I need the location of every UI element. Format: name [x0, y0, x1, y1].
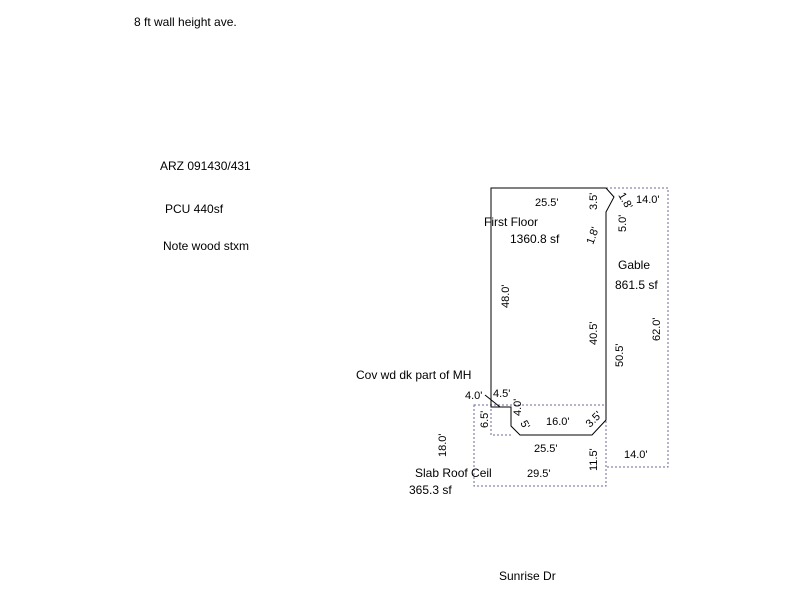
dim-gable-notch: 5.0': [617, 215, 629, 232]
arz-note: ARZ 091430/431: [160, 159, 251, 173]
deck-name: Cov wd dk part of MH: [356, 368, 471, 382]
street-name: Sunrise Dr: [499, 569, 556, 583]
deck-outline: [490, 405, 511, 436]
dim-ff-diag-small: 1.8': [615, 191, 634, 212]
first-floor-area: 1360.8 sf: [510, 232, 560, 246]
dim-ff-notch-4-5: 4.5': [493, 388, 510, 400]
dim-gable-top: 14.0': [636, 194, 660, 206]
dim-deck-6-5: 6.5': [479, 411, 491, 428]
dim-ff-diag-top: 1.8': [585, 226, 602, 246]
dim-ff-left: 48.0': [500, 284, 512, 308]
gable-area: 861.5 sf: [615, 278, 658, 292]
first-floor-name: First Floor: [484, 215, 538, 229]
dim-ff-top: 25.5': [535, 197, 559, 209]
dim-slab-top: 25.5': [534, 443, 558, 455]
dim-ff-notch-5: 5': [517, 419, 532, 432]
dim-ff-notch-4-0: 4.0': [512, 399, 524, 416]
slab-name: Slab Roof Ceil: [415, 466, 492, 480]
slab-outline: [473, 404, 607, 487]
slab-area: 365.3 sf: [409, 483, 452, 497]
dim-gable-inner: 50.5': [614, 343, 626, 367]
dim-slab-right: 11.5': [588, 448, 600, 471]
gable-outline: [606, 187, 669, 468]
dim-ff-right: 40.5': [588, 321, 600, 345]
deck-connector-line: [484, 394, 501, 408]
dim-ff-bottom: 16.0': [546, 416, 570, 428]
dim-ff-bottom-chamfer: 3.5': [584, 409, 605, 430]
wall-height-note: 8 ft wall height ave.: [134, 15, 237, 29]
dim-gable-bottom: 14.0': [624, 449, 648, 461]
dim-ff-right-top: 3.5': [588, 193, 600, 210]
dim-gable-outer: 62.0': [651, 317, 663, 341]
wood-note: Note wood stxm: [163, 239, 250, 253]
dim-deck-4-0: 4.0': [465, 390, 482, 402]
first-floor-outline: [490, 187, 615, 436]
gable-name: Gable: [618, 258, 650, 272]
pcu-note: PCU 440sf: [165, 202, 224, 216]
dim-slab-left: 18.0': [437, 433, 449, 457]
dim-slab-bottom: 29.5': [527, 468, 551, 480]
